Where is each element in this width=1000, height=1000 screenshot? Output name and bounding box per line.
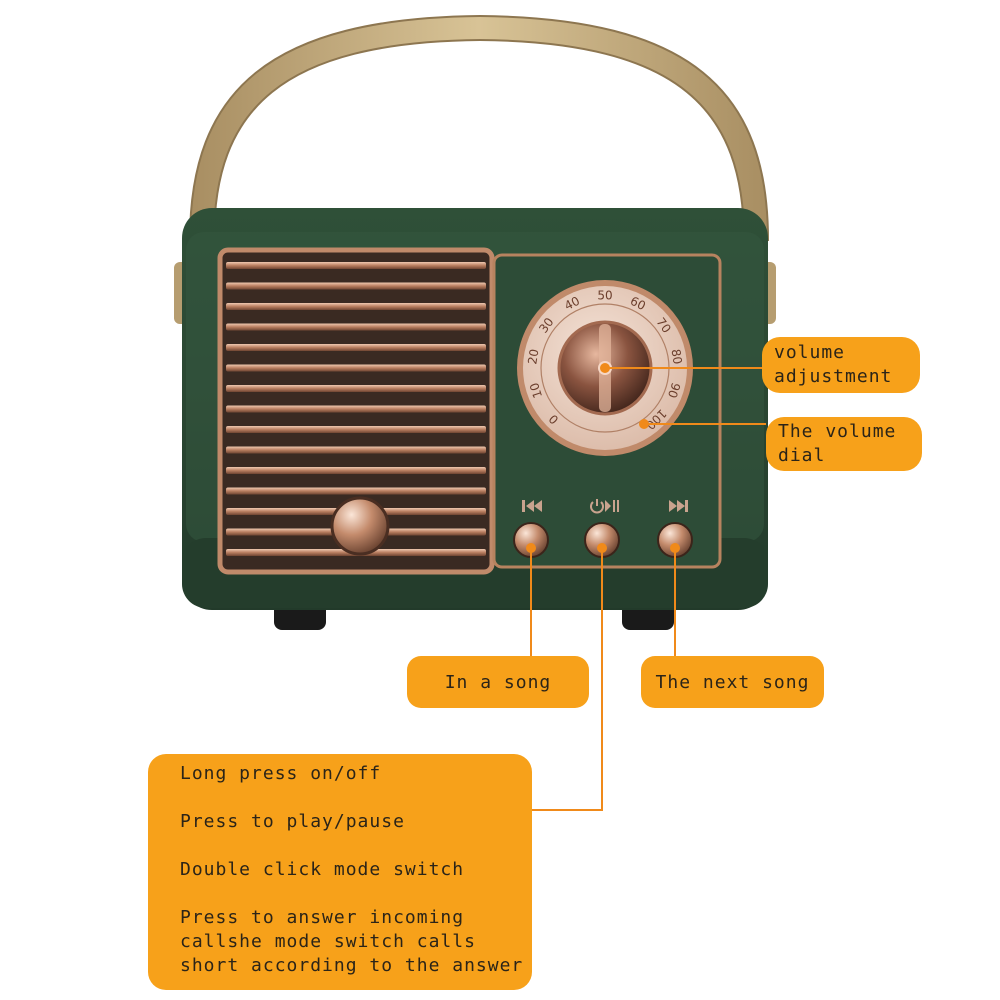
grille-bar (226, 467, 486, 474)
dial-number: 60 (628, 294, 648, 313)
dial-number: 20 (525, 348, 541, 365)
previous-track-icon (522, 500, 542, 512)
grille-bar (226, 487, 486, 495)
dial-number: 50 (597, 289, 612, 303)
grille-bar (226, 344, 486, 351)
function-line: Press to play/pause (180, 811, 405, 832)
function-line: Long press on/off (180, 763, 382, 784)
function-line: callshe mode switch calls (180, 931, 476, 952)
next-song-callout: The next song (641, 656, 824, 708)
volume-adjustment-callout: volume adjustment (762, 337, 920, 393)
function-line: short according to the answer (180, 955, 524, 976)
function-line: Double click mode switch (180, 859, 465, 880)
speaker-knob (330, 496, 390, 556)
power-play-pause-icon (590, 499, 619, 514)
grille-bar (226, 262, 486, 269)
previous-song-label: In a song (444, 671, 552, 693)
volume-dial-callout: The volume dial (766, 417, 922, 471)
leader-lines (526, 363, 766, 811)
grille-bar (226, 385, 486, 392)
dial-number: 90 (665, 381, 683, 400)
grille-bar (226, 303, 486, 310)
dial-number: 40 (562, 294, 582, 313)
next-song-label: The next song (655, 671, 810, 693)
grille-bar (226, 426, 486, 433)
grille-bar (226, 364, 486, 372)
power-button-functions-callout: Long press on/off Press to play/pause Do… (148, 754, 532, 990)
volume-adjustment-line-1: volume (774, 342, 846, 363)
volume-adjustment-line-2: adjustment (774, 366, 893, 387)
volume-dial-line-1: The volume (778, 421, 897, 442)
grille-bars (226, 262, 486, 556)
grille-bar (226, 405, 486, 413)
previous-song-callout: In a song (407, 656, 589, 708)
carry-handle (188, 14, 770, 241)
grille-bar (226, 323, 486, 331)
grille-bar (226, 282, 486, 290)
volume-dial-line-2: dial (778, 445, 826, 466)
function-line: Press to answer incoming (180, 907, 465, 928)
next-track-icon (669, 500, 688, 512)
grille-bar (226, 446, 486, 454)
dial-number: 10 (527, 381, 545, 400)
dial-number: 80 (668, 348, 684, 365)
